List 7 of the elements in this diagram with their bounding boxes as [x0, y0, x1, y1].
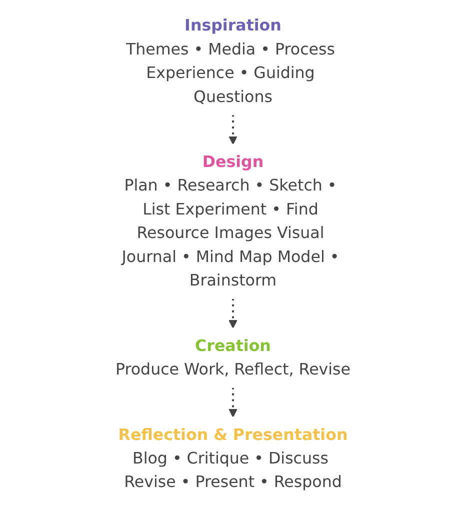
- node-text: Design Plan • Research • Sketch • List Experiment • Find Resource Images Visual Journal • Mind Map Model • Brainstorm: [122, 152, 340, 290]
- arrow: [228, 387, 238, 418]
- node-text: Creation Produce Work, Reflect, Revise: [115, 336, 351, 379]
- node-text: Inspiration Themes • Media • Process Experience • Guiding Questions: [126, 16, 335, 106]
- arrow: [228, 114, 238, 145]
- arrow: [228, 298, 238, 329]
- node-text: Reflection & Presentation Blog • Critique • Discuss Revise • Present • Respond: [118, 424, 348, 492]
